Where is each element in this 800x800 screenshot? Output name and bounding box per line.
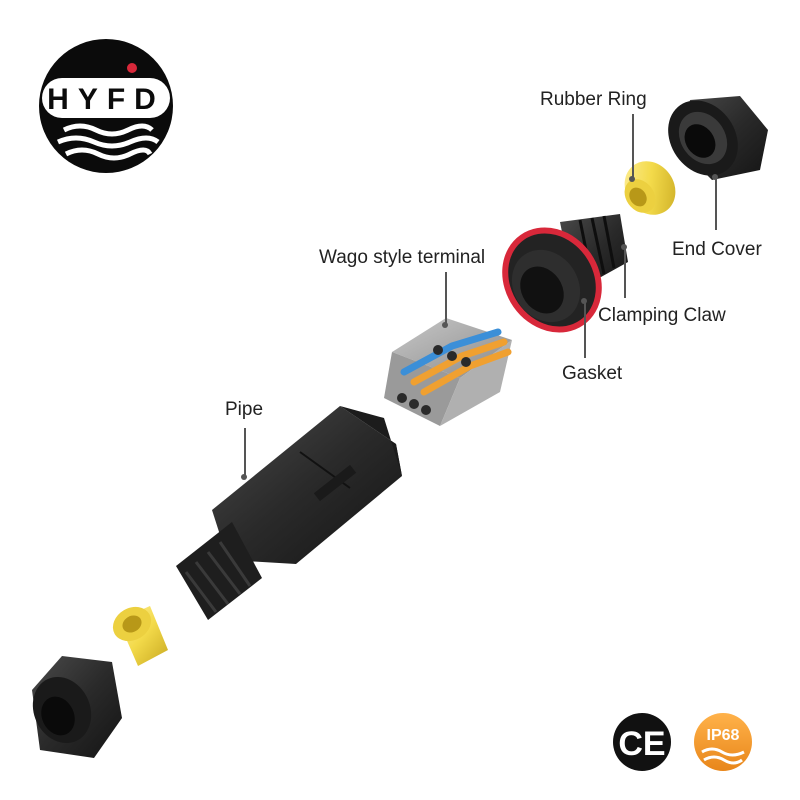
logo-text: HYFD	[47, 83, 165, 116]
wago-terminal-leader	[445, 272, 447, 326]
clamping-claw-assembly	[502, 214, 628, 333]
end-cover-leader-dot	[712, 174, 718, 180]
end-cover-leader	[715, 176, 717, 230]
clamping-claw-label: Clamping Claw	[598, 305, 726, 326]
pipe-leader	[244, 428, 246, 476]
ip68-badge-text: IP68	[707, 727, 740, 744]
end-cover-label: End Cover	[672, 239, 762, 260]
rubber-ring-leader-dot	[629, 176, 635, 182]
gasket-leader	[584, 300, 586, 358]
clamping-claw-leader-dot	[621, 244, 627, 250]
rubber-ring-bottom	[112, 606, 168, 666]
clamping-claw-leader	[624, 246, 626, 298]
ce-badge-text: CE	[618, 725, 665, 763]
rubber-ring-label: Rubber Ring	[540, 89, 647, 110]
rubber-ring-leader	[632, 114, 634, 178]
pipe-label: Pipe	[225, 399, 264, 420]
brand-logo: HYFD	[39, 39, 173, 173]
wago-terminal-leader-dot	[442, 322, 448, 328]
wago-terminal-label: Wago style terminal	[319, 247, 486, 268]
end-cover-top	[668, 96, 768, 180]
ce-badge: CE	[613, 713, 671, 771]
gasket-label: Gasket	[562, 363, 623, 384]
rubber-ring-top	[624, 161, 676, 215]
gasket-leader-dot	[581, 298, 587, 304]
pipe-body	[176, 406, 402, 620]
end-cover-bottom	[32, 656, 122, 758]
wago-terminal	[384, 318, 512, 426]
ip68-badge: IP68	[694, 713, 752, 771]
pipe-leader-dot	[241, 474, 247, 480]
